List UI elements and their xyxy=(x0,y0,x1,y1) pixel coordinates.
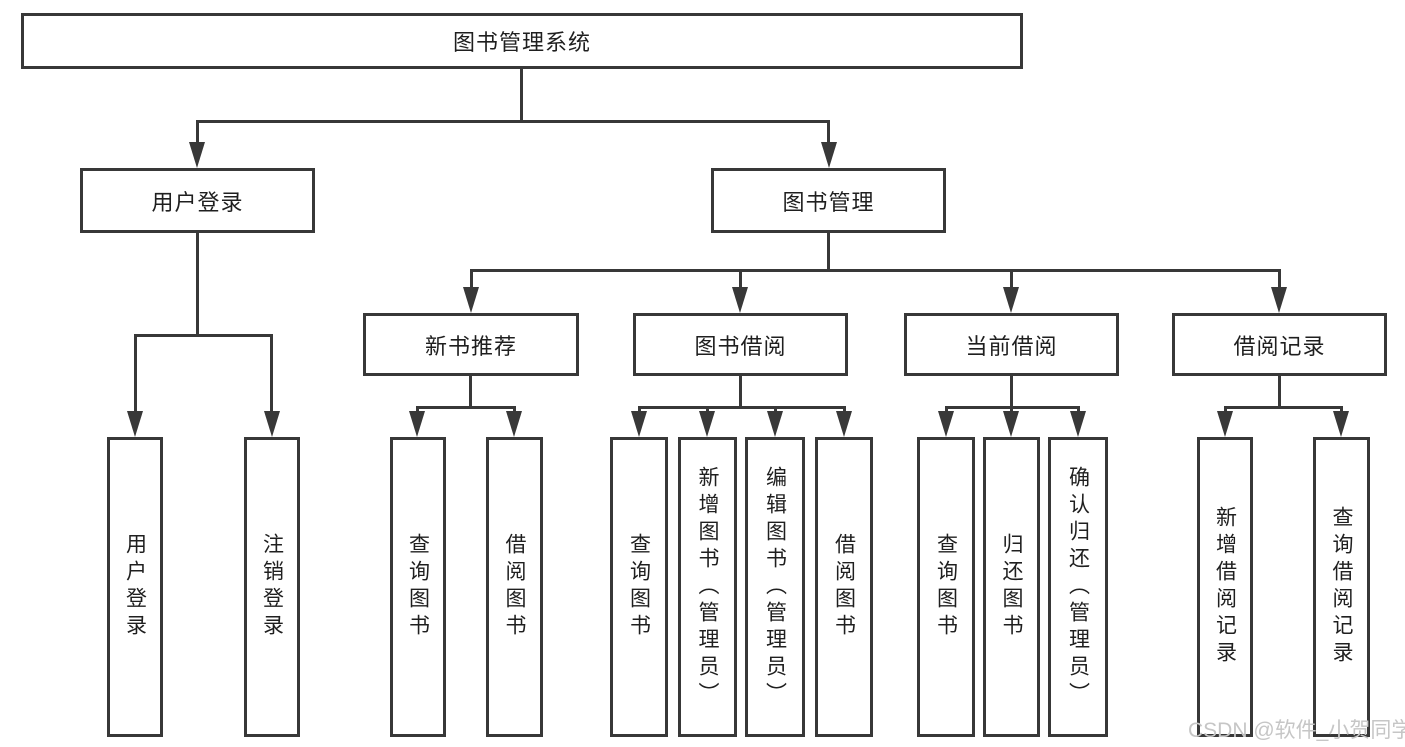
leaf-query-record-label: 查询借阅记录 xyxy=(1330,506,1353,668)
connector-new-book-rec-branch xyxy=(416,406,516,409)
leaf-return-book-label: 归还图书 xyxy=(1000,533,1023,641)
node-leaf-borrow-book-2: 借阅图书 xyxy=(815,437,873,737)
node-book-borrow: 图书借阅 xyxy=(633,313,848,376)
leaf-query-book-2-label: 查询图书 xyxy=(627,533,651,641)
arrowhead-query-book-2 xyxy=(631,411,647,437)
node-leaf-borrow-book-1: 借阅图书 xyxy=(486,437,543,737)
leaf-confirm-return-label: 确认归还（管理员） xyxy=(1066,465,1090,709)
arrowhead-borrow-book-2 xyxy=(836,411,852,437)
leaf-user-login-label: 用户登录 xyxy=(123,533,147,641)
leaf-query-book-1-label: 查询图书 xyxy=(406,533,430,641)
connector-drop-confirm-return xyxy=(1077,406,1080,414)
connector-root-stem xyxy=(520,69,523,121)
node-new-book-rec: 新书推荐 xyxy=(363,313,579,376)
connector-current-borrow-stem xyxy=(1010,376,1013,408)
arrowhead-new-book-rec xyxy=(463,287,479,313)
connector-drop-new-book-rec xyxy=(470,269,473,289)
connector-drop-query-book-2 xyxy=(638,406,641,414)
csdn-watermark: CSDN @软件_小贺同学 xyxy=(1188,719,1405,742)
arrowhead-edit-book xyxy=(767,411,783,437)
node-leaf-add-record: 新增借阅记录 xyxy=(1197,437,1253,737)
node-new-book-rec-label: 新书推荐 xyxy=(424,333,517,359)
connector-drop-edit-book xyxy=(774,406,777,414)
connector-drop-book-mgmt xyxy=(827,120,830,146)
connector-book-mgmt-branch xyxy=(470,269,1281,272)
node-current-borrow: 当前借阅 xyxy=(904,313,1119,376)
connector-drop-user-login xyxy=(196,120,199,146)
arrowhead-borrow-records xyxy=(1271,287,1287,313)
leaf-borrow-book-2-label: 借阅图书 xyxy=(832,533,856,641)
arrowhead-leaf-logout xyxy=(264,411,280,437)
leaf-borrow-book-1-label: 借阅图书 xyxy=(503,533,526,641)
node-book-borrow-label: 图书借阅 xyxy=(694,333,787,359)
connector-book-borrow-branch xyxy=(638,406,846,409)
node-user-login-label: 用户登录 xyxy=(151,189,244,215)
connector-book-borrow-stem xyxy=(739,376,742,408)
arrowhead-book-borrow xyxy=(732,287,748,313)
connector-new-book-rec-stem xyxy=(469,376,472,408)
connector-drop-query-book-1 xyxy=(416,406,419,414)
leaf-query-book-3-label: 查询图书 xyxy=(934,533,958,641)
arrowhead-query-record xyxy=(1333,411,1349,437)
leaf-edit-book-label: 编辑图书（管理员） xyxy=(763,465,787,709)
arrowhead-borrow-book-1 xyxy=(506,411,522,437)
node-leaf-query-book-1: 查询图书 xyxy=(390,437,446,737)
node-leaf-query-record: 查询借阅记录 xyxy=(1313,437,1370,737)
node-book-mgmt-label: 图书管理 xyxy=(782,189,875,215)
arrowhead-current-borrow xyxy=(1003,287,1019,313)
leaf-logout-label: 注销登录 xyxy=(260,533,284,641)
arrowhead-user-login xyxy=(189,142,205,168)
arrowhead-leaf-user-login xyxy=(127,411,143,437)
connector-drop-borrow-book-2 xyxy=(843,406,846,414)
connector-book-mgmt-stem xyxy=(827,233,830,272)
node-leaf-user-login: 用户登录 xyxy=(107,437,163,737)
node-user-login: 用户登录 xyxy=(80,168,315,233)
node-current-borrow-label: 当前借阅 xyxy=(965,333,1058,359)
leaf-add-book-label: 新增图书（管理员） xyxy=(696,465,719,709)
connector-user-login-stem xyxy=(196,233,199,337)
arrowhead-query-book-1 xyxy=(409,411,425,437)
arrowhead-book-mgmt xyxy=(821,142,837,168)
node-leaf-add-book: 新增图书（管理员） xyxy=(678,437,737,737)
connector-root-branch xyxy=(196,120,830,123)
connector-borrow-records-stem xyxy=(1278,376,1281,408)
node-borrow-records: 借阅记录 xyxy=(1172,313,1387,376)
node-leaf-return-book: 归还图书 xyxy=(983,437,1040,737)
node-borrow-records-label: 借阅记录 xyxy=(1233,333,1326,359)
arrowhead-add-book xyxy=(699,411,715,437)
connector-drop-add-record xyxy=(1224,406,1227,414)
arrowhead-return-book xyxy=(1003,411,1019,437)
connector-drop-current-borrow xyxy=(1010,269,1013,289)
arrowhead-confirm-return xyxy=(1070,411,1086,437)
node-root: 图书管理系统 xyxy=(21,13,1023,69)
node-root-label: 图书管理系统 xyxy=(452,30,591,55)
leaf-add-record-label: 新增借阅记录 xyxy=(1213,506,1237,668)
connector-drop-book-borrow xyxy=(739,269,742,289)
connector-drop-leaf-user-login xyxy=(134,334,137,413)
node-leaf-query-book-2: 查询图书 xyxy=(610,437,668,737)
node-leaf-query-book-3: 查询图书 xyxy=(917,437,975,737)
connector-drop-borrow-records xyxy=(1278,269,1281,289)
connector-drop-leaf-logout xyxy=(270,334,273,413)
node-leaf-edit-book: 编辑图书（管理员） xyxy=(745,437,805,737)
connector-borrow-records-branch xyxy=(1224,406,1342,409)
node-book-mgmt: 图书管理 xyxy=(711,168,946,233)
connector-drop-return-book xyxy=(1010,406,1013,414)
connector-drop-borrow-book-1 xyxy=(513,406,516,414)
connector-drop-query-book-3 xyxy=(945,406,948,414)
arrowhead-add-record xyxy=(1217,411,1233,437)
node-leaf-logout: 注销登录 xyxy=(244,437,300,737)
arrowhead-query-book-3 xyxy=(938,411,954,437)
connector-drop-add-book xyxy=(706,406,709,414)
connector-drop-query-record xyxy=(1340,406,1343,414)
connector-user-login-branch xyxy=(134,334,273,337)
node-leaf-confirm-return: 确认归还（管理员） xyxy=(1048,437,1108,737)
